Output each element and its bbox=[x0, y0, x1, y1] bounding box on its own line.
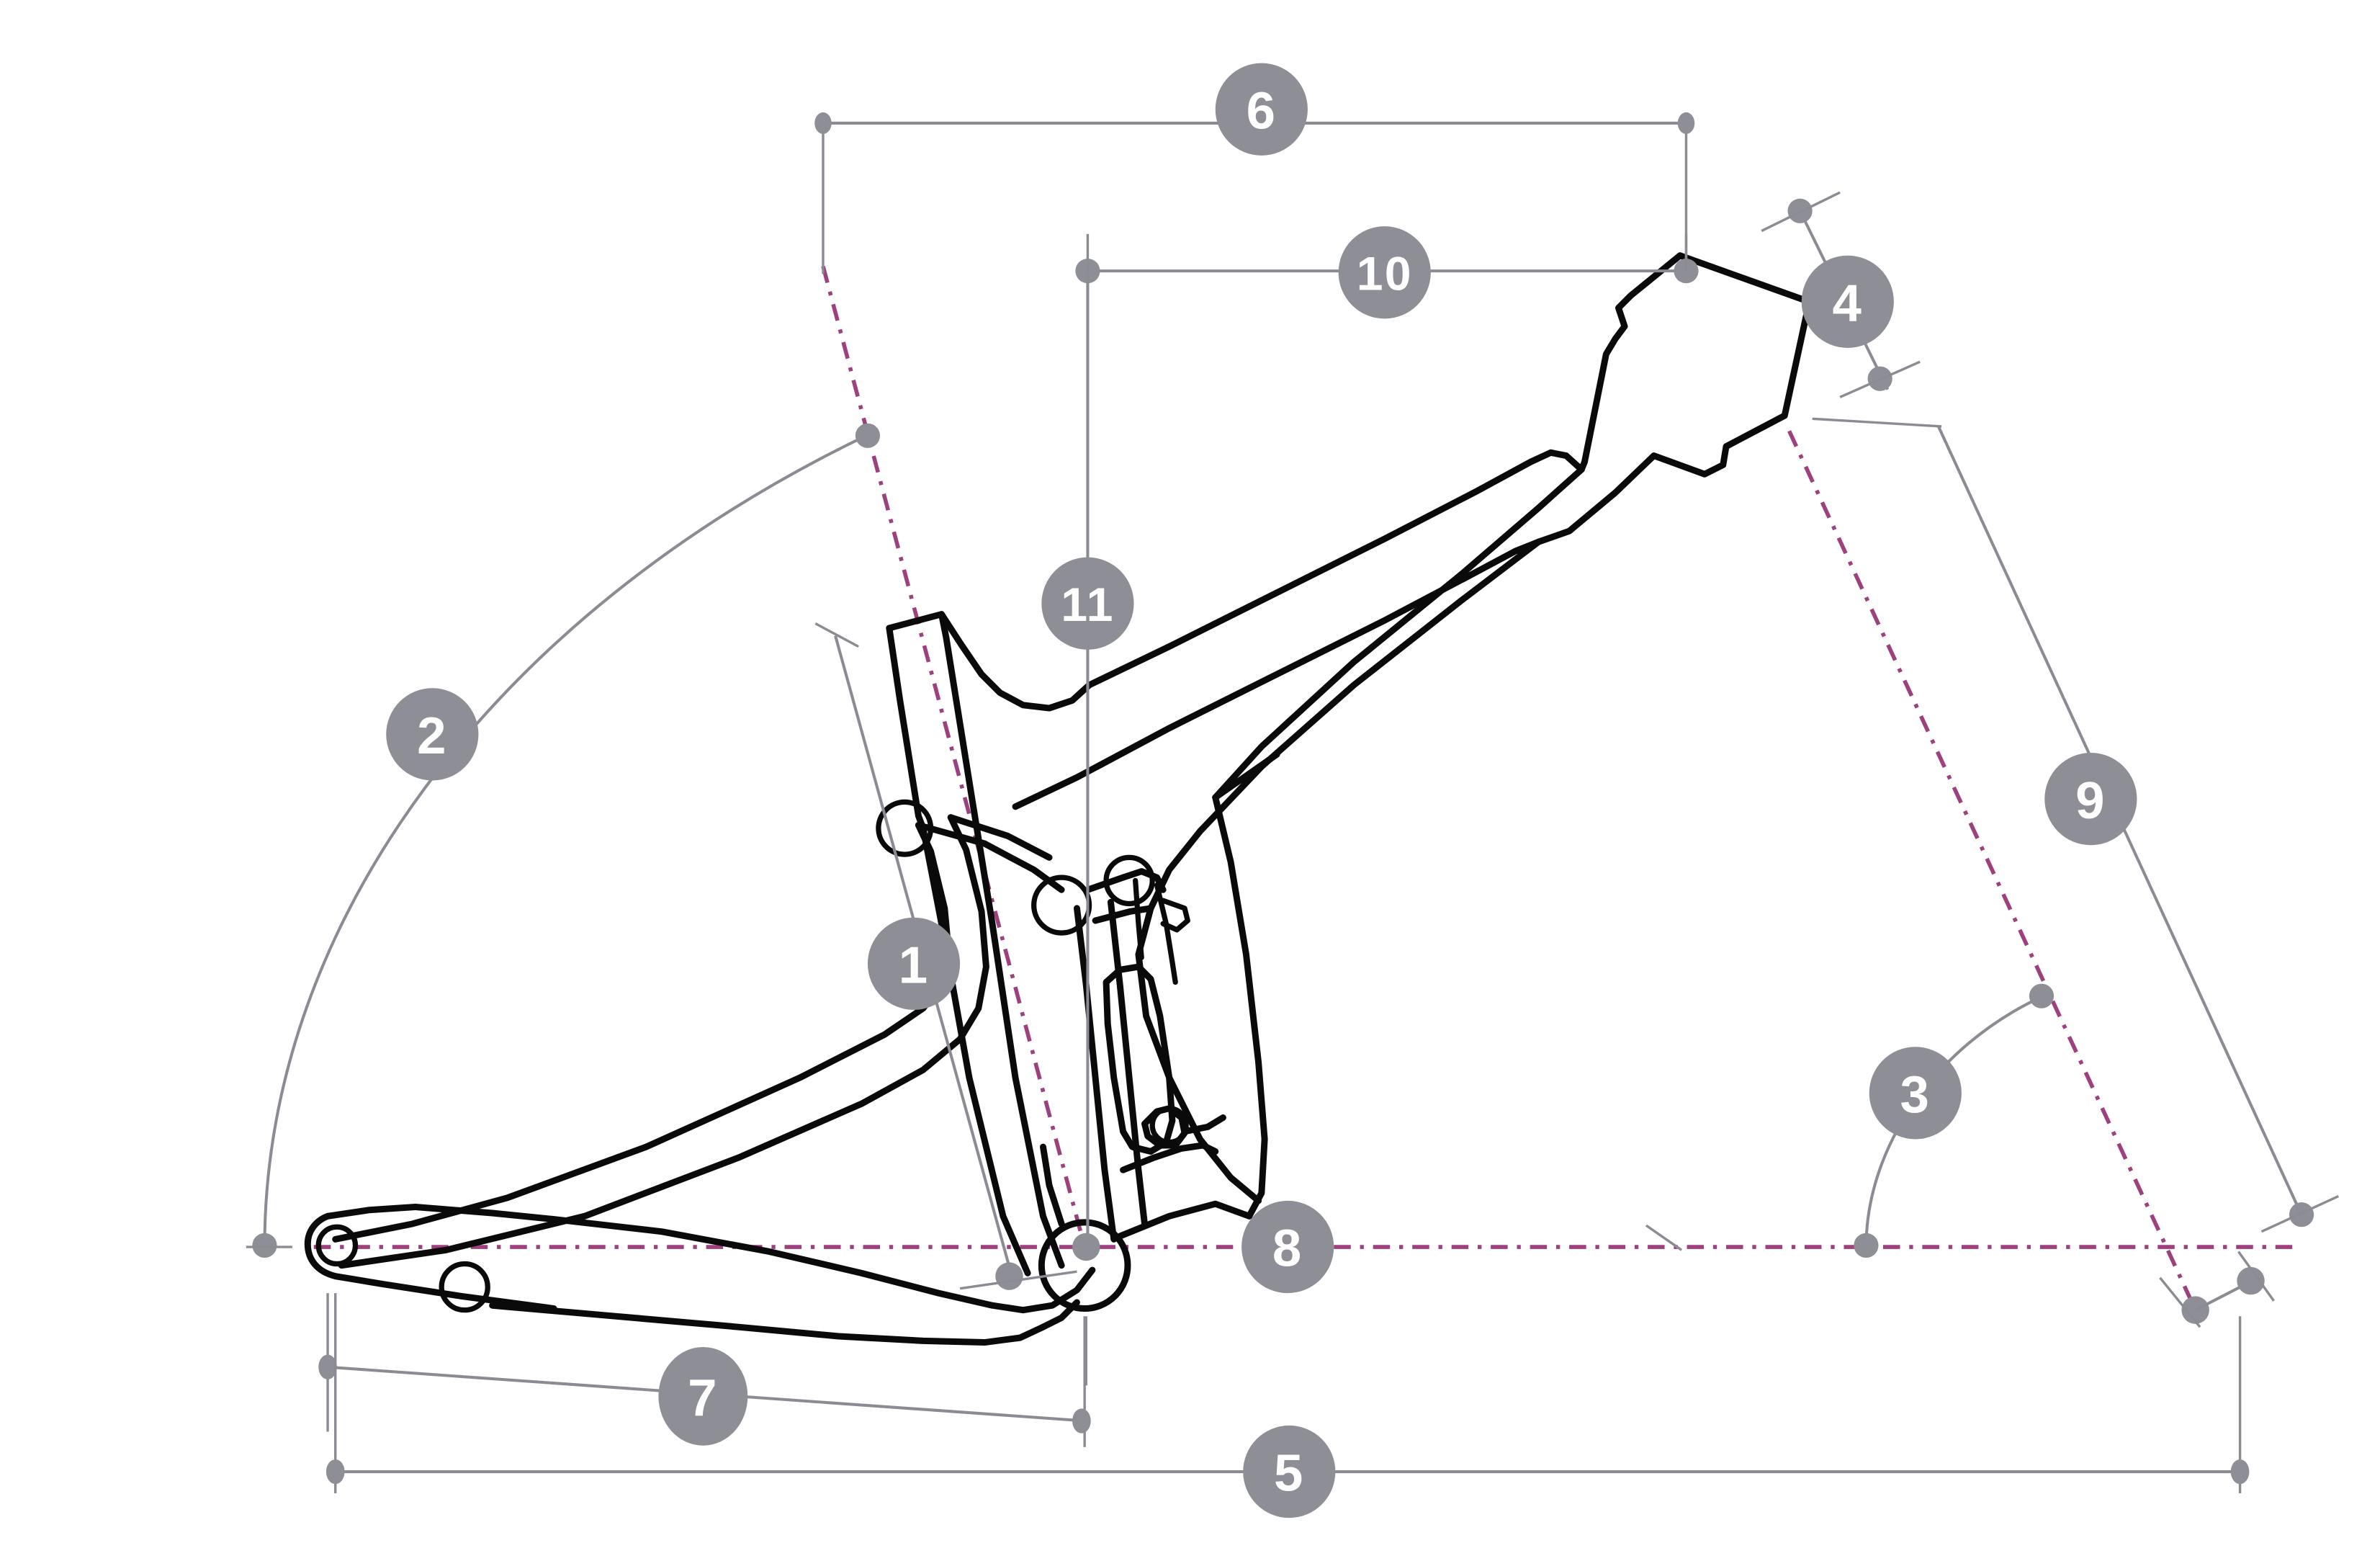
head-tube-left bbox=[1581, 252, 1684, 465]
fork-offset-tick-b bbox=[2237, 1251, 2275, 1302]
dim-endpoint-11-bottom bbox=[1072, 1233, 1100, 1261]
callout-badge-head-tube-angle[interactable]: 3 bbox=[1869, 1047, 1962, 1140]
callout-badge-seat-tube-angle[interactable]: 2 bbox=[386, 688, 479, 781]
callout-badge-seat-tube-length[interactable]: 1 bbox=[867, 917, 961, 1010]
shock-reservoir bbox=[1160, 898, 1190, 933]
callout-badge-reach[interactable]: 10 bbox=[1338, 226, 1431, 319]
rocker-link-top bbox=[915, 821, 1065, 893]
shock-link-arm-lower bbox=[1092, 905, 1154, 924]
badge-circle-7 bbox=[658, 1346, 748, 1446]
fork-offset-point bbox=[2237, 1266, 2265, 1295]
shock-shaft-left bbox=[1133, 877, 1144, 960]
chainstay-upper-edge bbox=[412, 1203, 1027, 1314]
rear-dropout bbox=[304, 1212, 557, 1312]
chainstay-lower-edge bbox=[489, 1302, 1046, 1346]
dim-endpoint-5-right bbox=[2230, 1459, 2250, 1485]
badge-circle-11 bbox=[1041, 557, 1134, 650]
seat-collar-curve bbox=[938, 611, 1093, 712]
bb-link-bridge bbox=[1120, 1142, 1219, 1173]
dim-endpoint-1-bottom bbox=[995, 1262, 1023, 1290]
seat-stay-upper bbox=[332, 821, 953, 1243]
bb-link-bridge-b bbox=[1181, 1114, 1226, 1135]
arc-line-2 bbox=[263, 434, 867, 1248]
badge-circle-2 bbox=[386, 688, 479, 781]
callout-badges-group: 1 2 3 4 5 6 7 8 9 10 11 bbox=[386, 63, 2137, 1518]
badge-circle-6 bbox=[1215, 63, 1308, 156]
shock-body bbox=[1103, 963, 1176, 1155]
badge-circle-3 bbox=[1869, 1047, 1962, 1140]
ext-1-bb-tick bbox=[959, 1270, 1077, 1290]
callout-badge-bottom-bracket-drop[interactable]: 8 bbox=[1241, 1200, 1334, 1294]
top-tube-upper bbox=[1086, 449, 1585, 689]
bb-to-seattube-blend bbox=[1039, 1143, 1065, 1227]
down-tube-lower bbox=[1212, 466, 1585, 801]
head-tube-centerline bbox=[1787, 430, 2199, 1315]
frame-outline-group bbox=[304, 252, 1813, 1346]
ext-9-top bbox=[1812, 417, 1942, 428]
badge-number-5: 5 bbox=[1274, 1444, 1305, 1503]
top-tube-lower bbox=[1012, 538, 1542, 810]
badge-number-9: 9 bbox=[2075, 771, 2106, 830]
badge-number-8: 8 bbox=[1272, 1220, 1303, 1278]
shock-shaft-right bbox=[1154, 882, 1178, 985]
arc-endpoint-2-top bbox=[855, 423, 881, 448]
head-to-down-tube bbox=[1535, 452, 1658, 545]
badge-number-11: 11 bbox=[1061, 578, 1114, 632]
arc-endpoint-2-bottom bbox=[252, 1233, 277, 1258]
badge-number-7: 7 bbox=[688, 1369, 719, 1427]
badge-number-10: 10 bbox=[1357, 247, 1413, 300]
rear-dropout-top bbox=[324, 1203, 419, 1220]
badge-circle-5 bbox=[1243, 1425, 1336, 1518]
seat-tube-left-upper bbox=[886, 625, 927, 832]
ext-4-top-tick bbox=[1761, 191, 1841, 233]
callout-badge-stack[interactable]: 11 bbox=[1041, 557, 1134, 650]
down-tube-to-bb-right bbox=[1212, 794, 1268, 1220]
badge-number-4: 4 bbox=[1833, 274, 1864, 332]
badge-circle-4 bbox=[1801, 255, 1894, 348]
bottom-bracket-shell bbox=[1038, 1219, 1131, 1312]
badge-number-3: 3 bbox=[1900, 1065, 1931, 1124]
shock-tunnel-left bbox=[1073, 905, 1118, 1243]
badge-number-1: 1 bbox=[899, 936, 930, 994]
ext-1-top-tick bbox=[814, 622, 859, 648]
ext-9-bottom-tick bbox=[2260, 1194, 2340, 1233]
dim-endpoint-7-right bbox=[1072, 1408, 1091, 1433]
rocker-link-top-b bbox=[947, 814, 1053, 861]
badge-circle-8 bbox=[1241, 1200, 1334, 1294]
dim-endpoint-6-left bbox=[814, 112, 832, 134]
dim-endpoint-6-right bbox=[1677, 112, 1695, 134]
rocker-pivot bbox=[1031, 875, 1092, 936]
badge-number-6: 6 bbox=[1247, 81, 1277, 140]
dim-endpoint-5-left bbox=[325, 1459, 345, 1485]
shock-link-arm bbox=[1084, 868, 1167, 893]
callout-badge-top-tube-horizontal[interactable]: 6 bbox=[1215, 63, 1308, 156]
chainstay-to-bb bbox=[1020, 1266, 1096, 1314]
badge-circle-1 bbox=[867, 917, 961, 1010]
chainstay-pivot bbox=[439, 1261, 490, 1313]
callout-badge-head-tube-length[interactable]: 4 bbox=[1801, 255, 1894, 348]
badge-circle-9 bbox=[2044, 753, 2137, 846]
fork-offset-tick-a bbox=[2159, 1276, 2201, 1328]
badge-number-2: 2 bbox=[417, 707, 448, 765]
callout-badge-chainstay-length[interactable]: 7 bbox=[658, 1346, 748, 1446]
ext-bb-small-tick bbox=[1645, 1224, 1683, 1251]
arc-endpoint-3-bottom bbox=[1854, 1233, 1879, 1258]
rear-axle-hole bbox=[315, 1224, 359, 1267]
down-tube-seg bbox=[1212, 751, 1280, 801]
dim-endpoint-9-bottom bbox=[2289, 1202, 2314, 1227]
badge-circle-10 bbox=[1338, 226, 1431, 319]
callout-badge-fork-length[interactable]: 9 bbox=[2044, 753, 2137, 846]
shock-tunnel-right bbox=[1107, 898, 1148, 1227]
ext-4-bottom-tick bbox=[1839, 360, 1921, 398]
arc-endpoint-3-top bbox=[2029, 983, 2055, 1008]
dim-endpoint-7-left bbox=[318, 1354, 337, 1379]
seat-tube-left-lower bbox=[920, 825, 1031, 1276]
callout-badge-wheelbase[interactable]: 5 bbox=[1243, 1425, 1336, 1518]
